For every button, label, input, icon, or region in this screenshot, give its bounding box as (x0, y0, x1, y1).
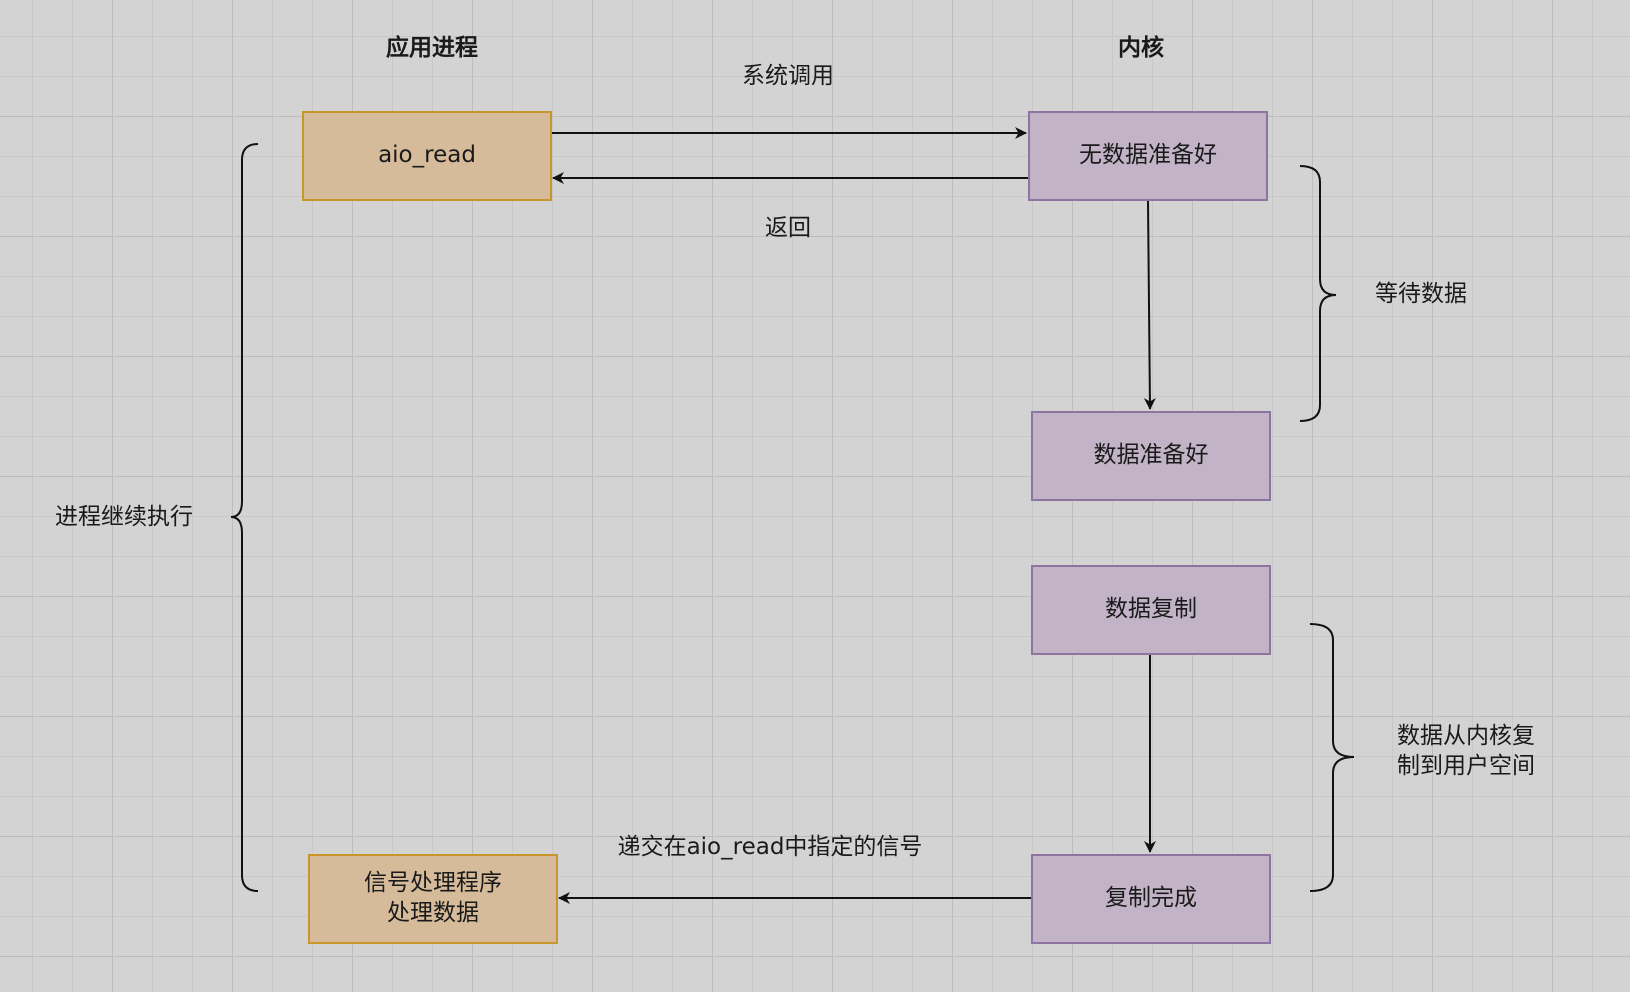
kernel-header: 内核 (1118, 35, 1164, 62)
copy-done-node-label: 复制完成 (1105, 885, 1197, 912)
copy-to-user-line-2: 制到用户空间 (1397, 753, 1535, 779)
signal-label: 递交在aio_read中指定的信号 (617, 834, 923, 861)
return-label: 返回 (765, 215, 811, 242)
copy-to-user-line-1: 数据从内核复 (1397, 723, 1535, 750)
wait-data-label: 等待数据 (1375, 281, 1467, 308)
wait-arrow (1143, 200, 1156, 410)
data-ready-node-label: 数据准备好 (1093, 442, 1209, 469)
aio-read-node[interactable]: aio_read (302, 111, 552, 201)
no-data-ready-node[interactable]: 无数据准备好 (1028, 111, 1268, 201)
app-process-header: 应用进程 (386, 35, 478, 62)
data-copy-node-label: 数据复制 (1105, 596, 1197, 623)
data-copy-node[interactable]: 数据复制 (1031, 565, 1271, 655)
signal-handler-node[interactable]: 信号处理程序 处理数据 (308, 854, 558, 944)
signal-handler-line-1: 信号处理程序 (364, 870, 502, 897)
copy-done-node[interactable]: 复制完成 (1031, 854, 1271, 944)
syscall-label: 系统调用 (742, 63, 834, 90)
aio-read-node-label: aio_read (378, 142, 476, 169)
process-continue-brace (230, 143, 259, 892)
copy-to-user-brace (1309, 623, 1355, 892)
data-ready-node[interactable]: 数据准备好 (1031, 411, 1271, 501)
copy-to-user-label: 数据从内核复 制到用户空间 (1397, 722, 1535, 782)
process-continue-label: 进程继续执行 (55, 504, 193, 531)
signal-handler-line-2: 处理数据 (387, 900, 479, 926)
wait-data-brace (1299, 165, 1337, 422)
no-data-ready-node-label: 无数据准备好 (1079, 142, 1217, 169)
